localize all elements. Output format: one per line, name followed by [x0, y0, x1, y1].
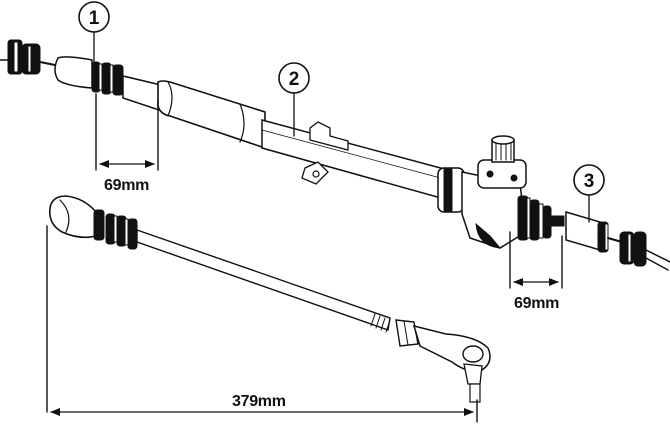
dimension-label-right-clamp: 69mm: [514, 295, 559, 312]
right-tie-rod-stub: [619, 231, 670, 271]
mounting-bracket: [301, 121, 349, 185]
callout-1: 1: [78, 1, 110, 67]
callout-3: 3: [573, 164, 605, 223]
tie-rod-assembly: [48, 195, 491, 403]
dimension-left-clamp: 69mm: [95, 93, 159, 194]
tie-rod-ball-joint: [48, 195, 97, 239]
steering-rack-assembly: [0, 39, 670, 271]
left-tie-rod-stub: [0, 39, 61, 75]
dimension-right-clamp: 69mm: [509, 231, 563, 312]
right-boot-clamp: [517, 195, 565, 241]
dimension-label-tie-rod-length: 379mm: [232, 393, 286, 410]
callout-3-number: 3: [584, 171, 595, 192]
rack-housing-barrel: [157, 80, 266, 150]
left-boot-clamp: [91, 61, 124, 96]
callout-2-number: 2: [289, 69, 300, 90]
tie-rod-lock-nut: [395, 319, 419, 347]
tie-rod-threads: [370, 313, 391, 333]
callout-1-number: 1: [89, 8, 100, 29]
right-boot-sleeve: [565, 210, 601, 252]
dimension-label-left-clamp: 69mm: [104, 177, 149, 194]
tie-rod-stud: [463, 363, 483, 385]
rack-tube-main: [261, 119, 449, 201]
dimension-tie-rod-length: 379mm: [46, 225, 478, 423]
left-boot-nose: [54, 56, 93, 89]
pinion-housing: [437, 135, 527, 249]
tie-rod-clamp: [105, 213, 138, 250]
callout-2: 2: [278, 62, 310, 137]
tie-rod-shaft: [136, 229, 391, 331]
right-outer-clamp: [597, 221, 609, 253]
